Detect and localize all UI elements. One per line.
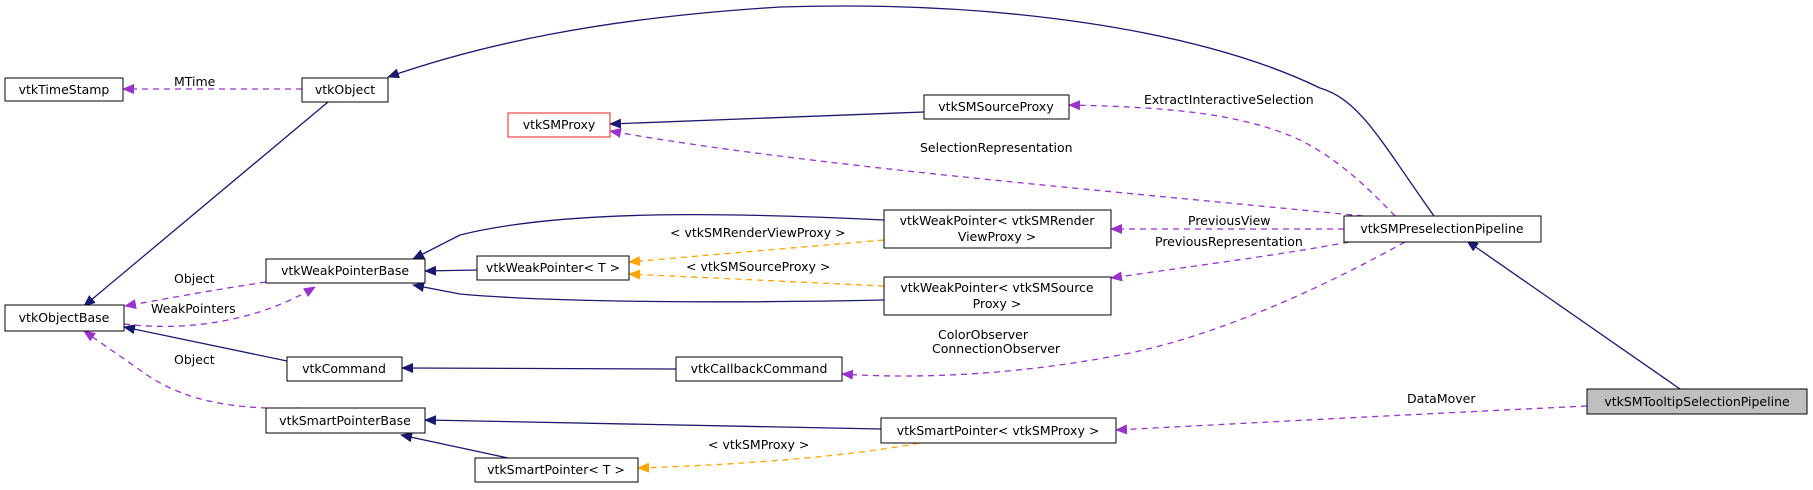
label-extract-interactive-selection: ExtractInteractiveSelection (1144, 92, 1314, 107)
label-source-proxy: < vtkSMSourceProxy > (686, 259, 830, 274)
node-vtkweakpointer-sourceproxy-label-1: vtkWeakPointer< vtkSMSource (900, 280, 1094, 295)
edge-command-to-objectbase (123, 324, 288, 362)
node-vtksmartpointer-t-label: vtkSmartPointer< T > (487, 462, 625, 477)
edge-weakpointers (123, 286, 316, 328)
edge-extract-interactive-selection (1068, 100, 1396, 217)
label-mtime: MTime (174, 74, 216, 89)
edge-smproxy-template (637, 440, 931, 473)
edge-smartptr-proxy-to-base (424, 415, 882, 430)
node-vtkcommand-label: vtkCommand (302, 361, 386, 376)
edge-renderview-template (628, 239, 885, 267)
node-vtksmartpointerbase[interactable]: vtkSmartPointerBase (265, 407, 426, 434)
node-vtkobjectbase[interactable]: vtkObjectBase (4, 304, 125, 332)
node-vtksmartpointer-smproxy-label: vtkSmartPointer< vtkSMProxy > (897, 423, 1100, 438)
node-vtkweakpointer-t-label: vtkWeakPointer< T > (486, 260, 620, 275)
node-vtkcallbackcommand-label: vtkCallbackCommand (691, 361, 828, 376)
edge-smartptr-t-to-base (400, 432, 509, 459)
label-object-weak: Object (174, 271, 215, 286)
edge-previous-representation (1110, 241, 1350, 282)
node-vtksmartpointer-smproxy[interactable]: vtkSmartPointer< vtkSMProxy > (880, 417, 1117, 444)
edge-object-to-objectbase (83, 101, 329, 307)
node-vtksmtooltipselectionpipeline[interactable]: vtkSMTooltipSelectionPipeline (1586, 388, 1808, 415)
label-weak-pointers: WeakPointers (151, 301, 236, 316)
edge-preselection-to-object (387, 5, 1435, 217)
node-vtksmproxy-label: vtkSMProxy (523, 117, 596, 132)
label-data-mover: DataMover (1407, 391, 1476, 406)
node-vtkweakpointer-t[interactable]: vtkWeakPointer< T > (476, 255, 630, 281)
node-vtkweakpointer-renderviewproxy-label-1: vtkWeakPointer< vtkSMRender (900, 213, 1096, 228)
edge-observers (841, 241, 1406, 380)
node-vtkcommand[interactable]: vtkCommand (286, 356, 403, 382)
label-color-observer: ColorObserver (938, 327, 1029, 342)
node-vtktimestamp-label: vtkTimeStamp (19, 82, 110, 97)
node-vtkweakpointer-sourceproxy-label-2: Proxy > (973, 296, 1022, 311)
node-vtkobjectbase-label: vtkObjectBase (19, 310, 110, 325)
edge-weakptr-source-to-base (412, 282, 885, 303)
node-vtkobject-label: vtkObject (315, 82, 375, 97)
node-vtksmsourceproxy[interactable]: vtkSMSourceProxy (923, 94, 1070, 120)
node-vtkweakpointer-renderviewproxy[interactable]: vtkWeakPointer< vtkSMRender ViewProxy > (883, 209, 1112, 249)
edge-source-template (628, 269, 885, 287)
edge-sourceproxy-to-smproxy (609, 111, 925, 129)
node-vtkobject[interactable]: vtkObject (301, 77, 389, 103)
label-connection-observer: ConnectionObserver (932, 341, 1061, 356)
label-selection-representation: SelectionRepresentation (920, 140, 1073, 155)
node-vtkweakpointer-sourceproxy[interactable]: vtkWeakPointer< vtkSMSource Proxy > (883, 276, 1112, 316)
node-vtksmartpointer-t[interactable]: vtkSmartPointer< T > (474, 457, 639, 483)
label-object-smart: Object (174, 352, 215, 367)
node-vtksmproxy[interactable]: vtkSMProxy (507, 112, 611, 138)
label-smproxy-template: < vtkSMProxy > (708, 437, 809, 452)
edge-selection-representation (609, 128, 1364, 217)
edge-datamover (1115, 405, 1588, 435)
node-vtksmartpointerbase-label: vtkSmartPointerBase (279, 413, 411, 428)
node-vtkcallbackcommand[interactable]: vtkCallbackCommand (675, 356, 843, 382)
edge-weakptr-t-to-base (424, 265, 478, 276)
node-vtksmpreselectionpipeline-label: vtkSMPreselectionPipeline (1360, 221, 1524, 236)
node-vtkweakpointerbase-label: vtkWeakPointerBase (281, 263, 409, 278)
label-previous-representation: PreviousRepresentation (1155, 234, 1303, 249)
node-vtktimestamp[interactable]: vtkTimeStamp (4, 77, 124, 102)
label-previous-view: PreviousView (1188, 213, 1271, 228)
node-vtkweakpointerbase[interactable]: vtkWeakPointerBase (265, 258, 426, 284)
node-vtksmtooltipselectionpipeline-label: vtkSMTooltipSelectionPipeline (1604, 394, 1790, 409)
edge-callback-to-command (401, 363, 677, 374)
edge-tooltip-to-preselection (1466, 240, 1681, 390)
node-vtkweakpointer-renderviewproxy-label-2: ViewProxy > (958, 229, 1036, 244)
edge-weakptr-renderview-to-base (412, 213, 885, 260)
label-render-view-proxy: < vtkSMRenderViewProxy > (670, 225, 846, 240)
edge-object-smartptrbase (83, 330, 301, 409)
node-vtksmsourceproxy-label: vtkSMSourceProxy (938, 99, 1054, 114)
node-vtksmpreselectionpipeline[interactable]: vtkSMPreselectionPipeline (1343, 215, 1542, 243)
